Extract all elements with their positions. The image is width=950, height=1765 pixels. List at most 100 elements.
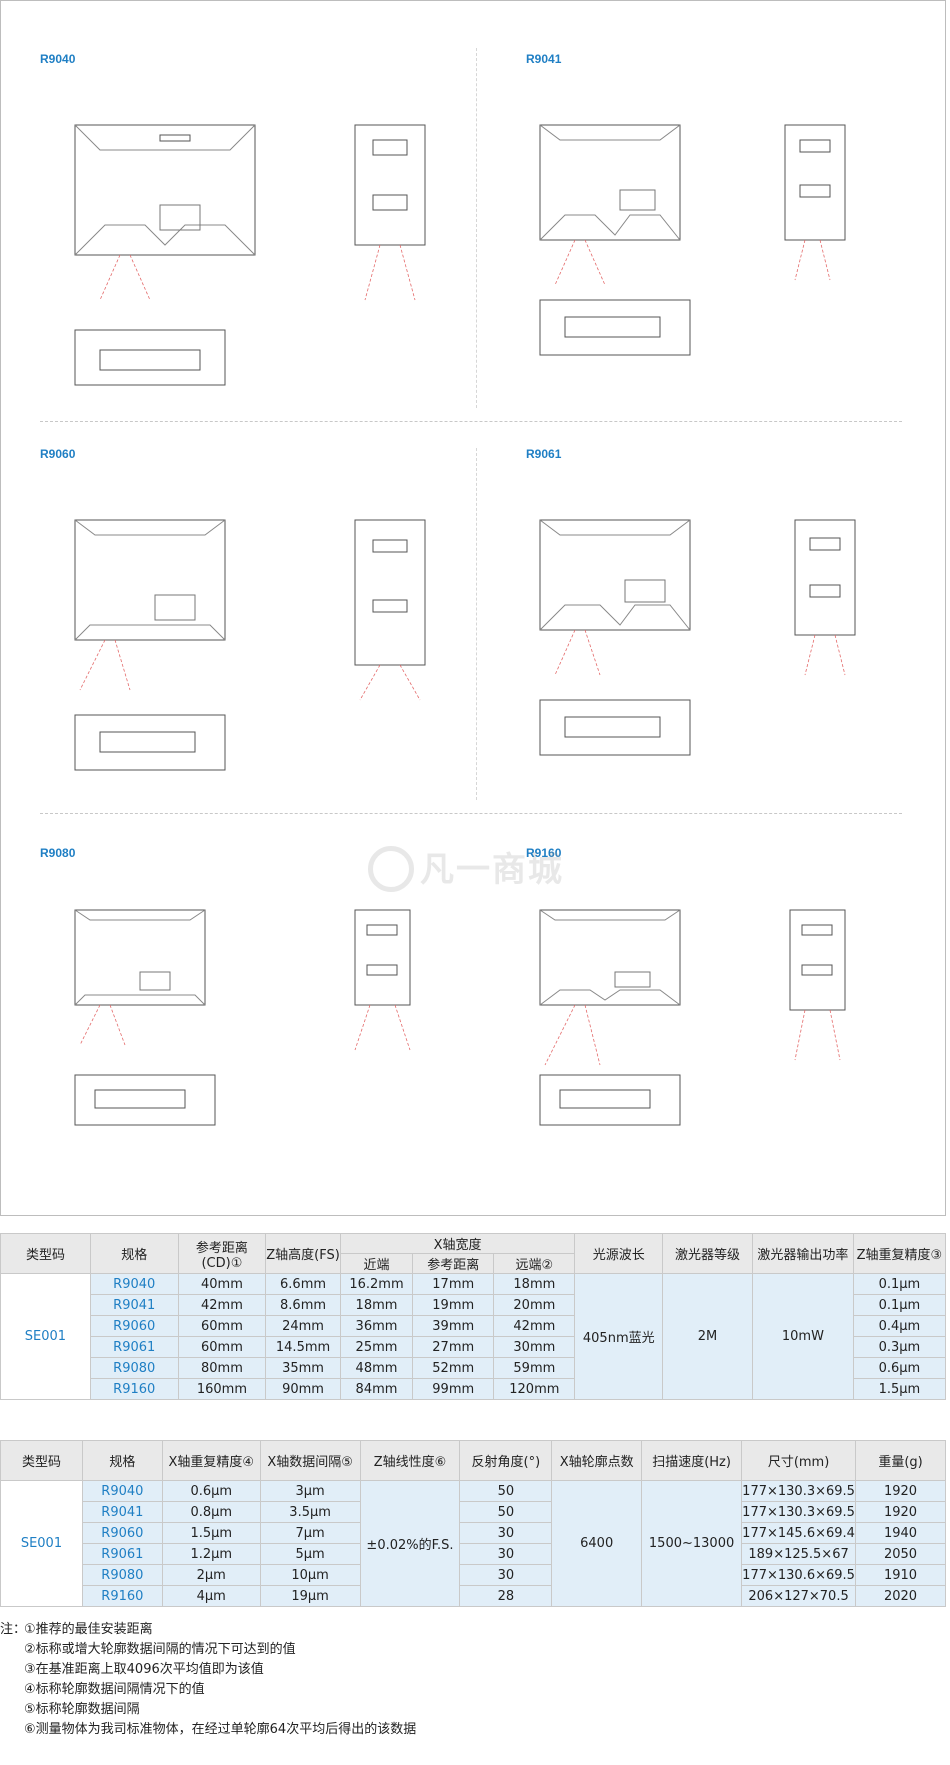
drawing-title-r9040: R9040	[40, 52, 76, 66]
drawing-title-r9041: R9041	[526, 52, 562, 66]
weight-cell: 2050	[855, 1543, 946, 1565]
near-cell: 36mm	[339, 1315, 414, 1337]
footnote-item: ④标称轮廓数据间隔情况下的值	[0, 1680, 416, 1700]
size-cell: 189×125.5×67	[741, 1543, 857, 1565]
table-row: R9061 1.2μm 5μm 30 189×125.5×67 2050	[1, 1543, 946, 1565]
size-cell: 177×130.3×69.5	[741, 1501, 857, 1523]
technical-drawing-r9040	[74, 124, 426, 386]
footnote-prefix: 注：	[0, 1622, 27, 1637]
x-interval-cell: 3μm	[259, 1480, 361, 1502]
weight-cell: 1920	[855, 1501, 946, 1523]
drawing-title-r9061: R9061	[526, 447, 562, 461]
header-ref-distance: 参考距离(CD)①	[177, 1233, 267, 1274]
model-cell: R9040	[89, 1273, 179, 1295]
header-reflect-angle: 反射角度(°)	[459, 1440, 553, 1481]
drawing-r9060	[55, 490, 495, 814]
z-repeat-cell: 0.1μm	[852, 1273, 947, 1295]
bottom-view-outline	[74, 714, 226, 771]
fs-cell: 35mm	[265, 1357, 341, 1379]
z-repeat-cell: 0.6μm	[852, 1357, 947, 1379]
table-row: SE001 R9040 0.6μm 3μm ±0.02%的F.S. 50 640…	[0, 1480, 946, 1607]
ref-cell: 17mm	[412, 1273, 495, 1295]
bottom-view-outline	[539, 1074, 681, 1126]
section-divider	[40, 421, 902, 422]
x-repeat-cell: 1.5μm	[161, 1522, 261, 1544]
header-laser-class: 激光器等级	[662, 1233, 753, 1274]
side-view-outline	[354, 124, 426, 246]
model-cell: R9160	[89, 1378, 179, 1400]
far-cell: 18mm	[493, 1273, 576, 1295]
header-ref: 参考距离	[412, 1253, 495, 1274]
x-repeat-cell: 0.8μm	[161, 1501, 261, 1523]
drawings-frame	[0, 0, 946, 1216]
technical-drawing-r9060	[74, 519, 426, 771]
weight-cell: 1910	[855, 1564, 946, 1586]
cd-cell: 80mm	[177, 1357, 267, 1379]
angle-cell: 28	[459, 1585, 553, 1607]
fs-cell: 14.5mm	[265, 1336, 341, 1358]
model-cell: R9080	[89, 1357, 179, 1379]
header-z-repeat: Z轴重复精度③	[852, 1233, 947, 1274]
fs-cell: 90mm	[265, 1378, 341, 1400]
ref-cell: 52mm	[412, 1357, 495, 1379]
table-row: R9160 4μm 19μm 28 206×127×70.5 2020	[1, 1585, 946, 1607]
side-view-outline	[784, 124, 846, 241]
near-cell: 48mm	[339, 1357, 414, 1379]
column-divider	[476, 448, 477, 800]
footnote-text: ②标称或增大轮廓数据间隔的情况下可达到的值	[24, 1642, 296, 1657]
far-cell: 30mm	[493, 1336, 576, 1358]
table-row: R9080 2μm 10μm 30 177×130.6×69.5 1910	[1, 1564, 946, 1586]
table-row: R9041 42mm 8.6mm 18mm 19mm 20mm 0.1μm	[1, 1294, 947, 1316]
header-spec: 规格	[89, 1233, 179, 1274]
bottom-view-outline	[74, 1074, 216, 1126]
header-z-height: Z轴高度(FS)	[265, 1233, 341, 1274]
weight-cell: 2020	[855, 1585, 946, 1607]
technical-drawing-r9061	[539, 519, 856, 756]
header-x-width: X轴宽度	[339, 1233, 576, 1254]
angle-cell: 50	[459, 1480, 553, 1502]
header-laser-power: 激光器输出功率	[751, 1233, 854, 1274]
drawing-title-r9160: R9160	[526, 846, 562, 860]
footnote-item: ③在基准距离上取4096次平均值即为该值	[0, 1660, 416, 1680]
laser-class-cell: 2M	[662, 1273, 753, 1400]
footnote-item: ⑤标称轮廓数据间隔	[0, 1700, 416, 1720]
weight-cell: 1940	[855, 1522, 946, 1544]
header-x-points: X轴轮廓点数	[551, 1440, 643, 1481]
front-view-outline	[74, 909, 206, 1006]
bottom-view-outline	[74, 329, 226, 386]
model-cell: R9160	[81, 1585, 163, 1607]
header-near: 近端	[339, 1253, 414, 1274]
angle-cell: 30	[459, 1522, 553, 1544]
near-cell: 16.2mm	[339, 1273, 414, 1295]
near-cell: 84mm	[339, 1378, 414, 1400]
table-row: SE001 R9040 40mm 6.6mm 16.2mm 17mm 18mm …	[0, 1273, 947, 1400]
ref-cell: 19mm	[412, 1294, 495, 1316]
front-view-outline	[539, 124, 681, 241]
laser-power-cell: 10mW	[751, 1273, 854, 1400]
near-cell: 18mm	[339, 1294, 414, 1316]
near-cell: 25mm	[339, 1336, 414, 1358]
far-cell: 59mm	[493, 1357, 576, 1379]
x-repeat-cell: 4μm	[161, 1585, 261, 1607]
z-repeat-cell: 0.1μm	[852, 1294, 947, 1316]
header-weight: 重量(g)	[855, 1440, 946, 1481]
angle-cell: 50	[459, 1501, 553, 1523]
cd-cell: 42mm	[177, 1294, 267, 1316]
header-x-repeat: X轴重复精度④	[161, 1440, 261, 1481]
size-cell: 206×127×70.5	[741, 1585, 857, 1607]
footnote-text: ③在基准距离上取4096次平均值即为该值	[24, 1662, 264, 1677]
footnotes: 注：①推荐的最佳安装距离 ②标称或增大轮廓数据间隔的情况下可达到的值 ③在基准距…	[0, 1620, 416, 1740]
far-cell: 120mm	[493, 1378, 576, 1400]
x-interval-cell: 3.5μm	[259, 1501, 361, 1523]
bottom-view-outline	[539, 299, 691, 356]
model-cell: R9060	[89, 1315, 179, 1337]
technical-drawing-r9080	[74, 909, 411, 1126]
spec-table-1: 类型码 规格 参考距离(CD)① Z轴高度(FS) X轴宽度 光源波长 激光器等…	[0, 1233, 947, 1400]
technical-drawing-r9160	[539, 909, 846, 1126]
z-repeat-cell: 0.3μm	[852, 1336, 947, 1358]
footnote-text: ①推荐的最佳安装距离	[24, 1622, 153, 1637]
cd-cell: 60mm	[177, 1315, 267, 1337]
fs-cell: 8.6mm	[265, 1294, 341, 1316]
fs-cell: 6.6mm	[265, 1273, 341, 1295]
footnote-item: ⑥测量物体为我司标准物体，在经过单轮廓64次平均后得出的该数据	[0, 1720, 416, 1740]
